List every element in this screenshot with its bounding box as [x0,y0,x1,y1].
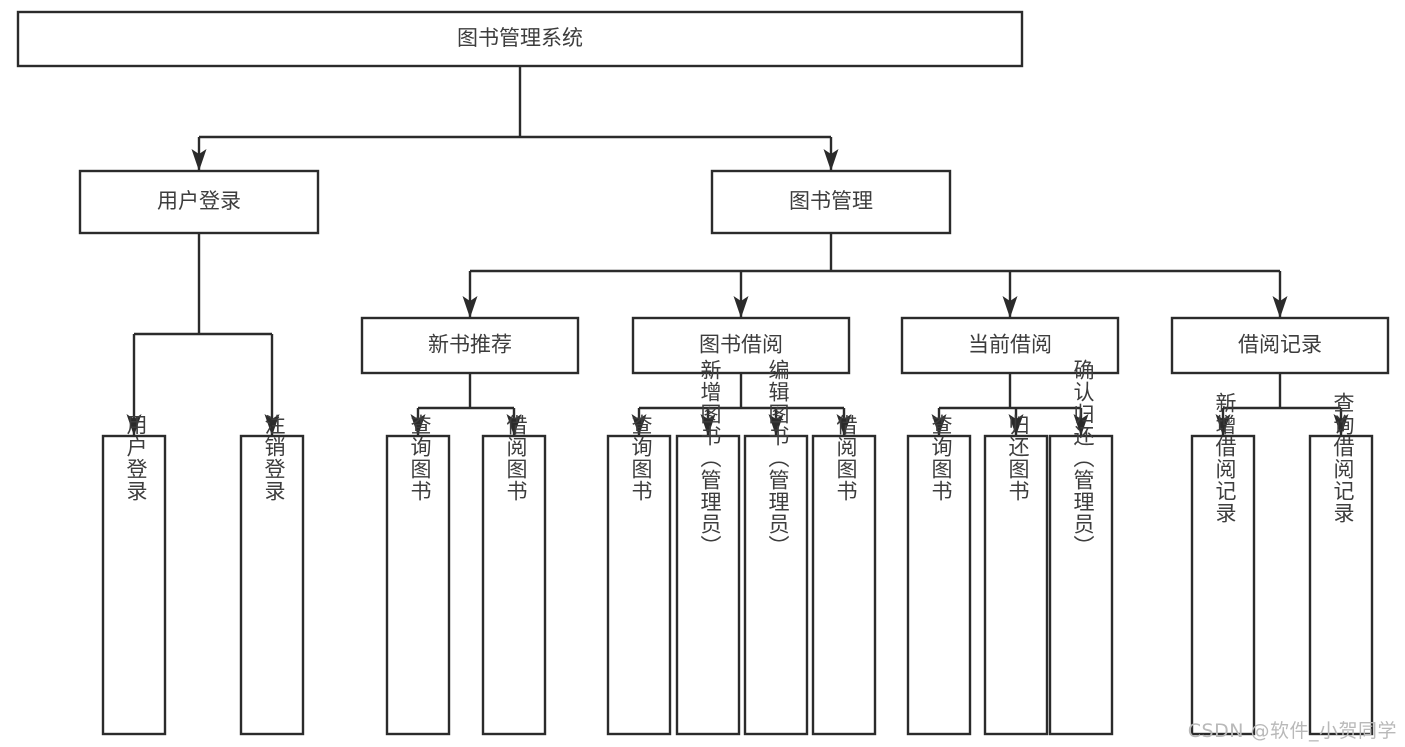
arrow-head-icon [768,414,784,436]
node-box-leaf-add-borrow-record[interactable] [1190,434,1256,736]
node-label-new-book-recommend: 新书推荐 [428,333,512,357]
node-layer: 图书管理系统用户登录图书管理新书推荐图书借阅当前借阅借阅记录用户登录注销登录查询… [16,10,1390,736]
node-box-leaf-add-book-admin[interactable] [675,434,741,736]
node-label-leaf-borrow-book-rec: 借阅图书 [504,414,528,502]
arrow-head-icon [823,149,839,171]
node-box-leaf-query-borrow-record[interactable] [1308,434,1374,736]
node-label-book-borrow: 图书借阅 [699,333,783,357]
arrow-head-icon [733,296,749,318]
node-label-current-borrow: 当前借阅 [968,333,1052,357]
arrow-head-icon [1333,414,1349,436]
node-label-leaf-add-book-admin: 新增图书（管理员） [698,359,722,557]
node-leaf-user-logout[interactable]: 注销登录 [239,414,305,736]
arrow-head-icon [836,414,852,436]
node-book-manage[interactable]: 图书管理 [710,169,952,235]
node-leaf-add-book-admin[interactable]: 新增图书（管理员） [675,359,741,736]
node-leaf-add-borrow-record[interactable]: 新增借阅记录 [1190,392,1256,736]
node-label-user-login: 用户登录 [157,189,241,213]
node-box-leaf-user-logout[interactable] [239,434,305,736]
node-borrow-record[interactable]: 借阅记录 [1170,316,1390,375]
node-leaf-query-book-current[interactable]: 查询图书 [906,414,972,736]
arrow-head-icon [1002,296,1018,318]
node-box-current-borrow[interactable] [900,316,1120,375]
watermark-label: CSDN @软件_小贺同学 [1187,720,1397,742]
node-label-leaf-confirm-return-admin: 确认归还（管理员） [1071,359,1095,557]
node-book-borrow[interactable]: 图书借阅 [631,316,851,375]
node-label-leaf-user-login: 用户登录 [124,414,148,502]
node-box-leaf-query-book-rec[interactable] [385,434,451,736]
node-root[interactable]: 图书管理系统 [16,10,1024,68]
node-label-leaf-user-logout: 注销登录 [262,414,286,502]
node-label-leaf-query-book-borrow: 查询图书 [629,414,653,502]
node-label-book-manage: 图书管理 [789,189,873,213]
node-box-leaf-edit-book-admin[interactable] [743,434,809,736]
arrow-head-icon [1008,414,1024,436]
node-box-leaf-query-book-current[interactable] [906,434,972,736]
arrow-head-icon [506,414,522,436]
node-label-leaf-query-book-current: 查询图书 [929,414,953,502]
node-leaf-query-borrow-record[interactable]: 查询借阅记录 [1308,392,1374,736]
arrow-head-icon [191,149,207,171]
node-box-root[interactable] [16,10,1024,68]
node-leaf-query-book-rec[interactable]: 查询图书 [385,414,451,736]
node-box-leaf-query-book-borrow[interactable] [606,434,672,736]
node-label-leaf-query-book-rec: 查询图书 [408,414,432,502]
node-label-leaf-borrow-book: 借阅图书 [834,414,858,502]
arrow-head-icon [126,414,142,436]
node-user-login[interactable]: 用户登录 [78,169,320,235]
node-leaf-borrow-book[interactable]: 借阅图书 [811,414,877,736]
node-box-book-borrow[interactable] [631,316,851,375]
node-leaf-edit-book-admin[interactable]: 编辑图书（管理员） [743,359,809,736]
node-leaf-user-login[interactable]: 用户登录 [101,414,167,736]
node-box-leaf-borrow-book[interactable] [811,434,877,736]
node-box-leaf-borrow-book-rec[interactable] [481,434,547,736]
node-box-user-login[interactable] [78,169,320,235]
node-leaf-query-book-borrow[interactable]: 查询图书 [606,414,672,736]
arrow-head-icon [462,296,478,318]
node-box-leaf-return-book[interactable] [983,434,1049,736]
connector-layer [126,66,1349,436]
node-leaf-return-book[interactable]: 归还图书 [983,414,1049,736]
node-box-borrow-record[interactable] [1170,316,1390,375]
arrow-head-icon [631,414,647,436]
node-box-leaf-user-login[interactable] [101,434,167,736]
node-label-leaf-query-borrow-record: 查询借阅记录 [1331,392,1355,524]
node-box-leaf-confirm-return-admin[interactable] [1048,434,1114,736]
node-label-root: 图书管理系统 [457,26,583,50]
node-new-book-recommend[interactable]: 新书推荐 [360,316,580,375]
node-current-borrow[interactable]: 当前借阅 [900,316,1120,375]
node-label-leaf-return-book: 归还图书 [1006,414,1030,502]
node-box-book-manage[interactable] [710,169,952,235]
arrow-head-icon [700,414,716,436]
arrow-head-icon [264,414,280,436]
arrow-head-icon [931,414,947,436]
arrow-head-icon [1215,414,1231,436]
arrow-head-icon [1272,296,1288,318]
arrow-head-icon [1073,414,1089,436]
arrow-head-icon [410,414,426,436]
node-label-leaf-add-borrow-record: 新增借阅记录 [1213,392,1237,524]
node-leaf-borrow-book-rec[interactable]: 借阅图书 [481,414,547,736]
node-leaf-confirm-return-admin[interactable]: 确认归还（管理员） [1048,359,1114,736]
node-label-leaf-edit-book-admin: 编辑图书（管理员） [766,359,790,557]
node-box-new-book-recommend[interactable] [360,316,580,375]
node-label-borrow-record: 借阅记录 [1238,333,1322,357]
